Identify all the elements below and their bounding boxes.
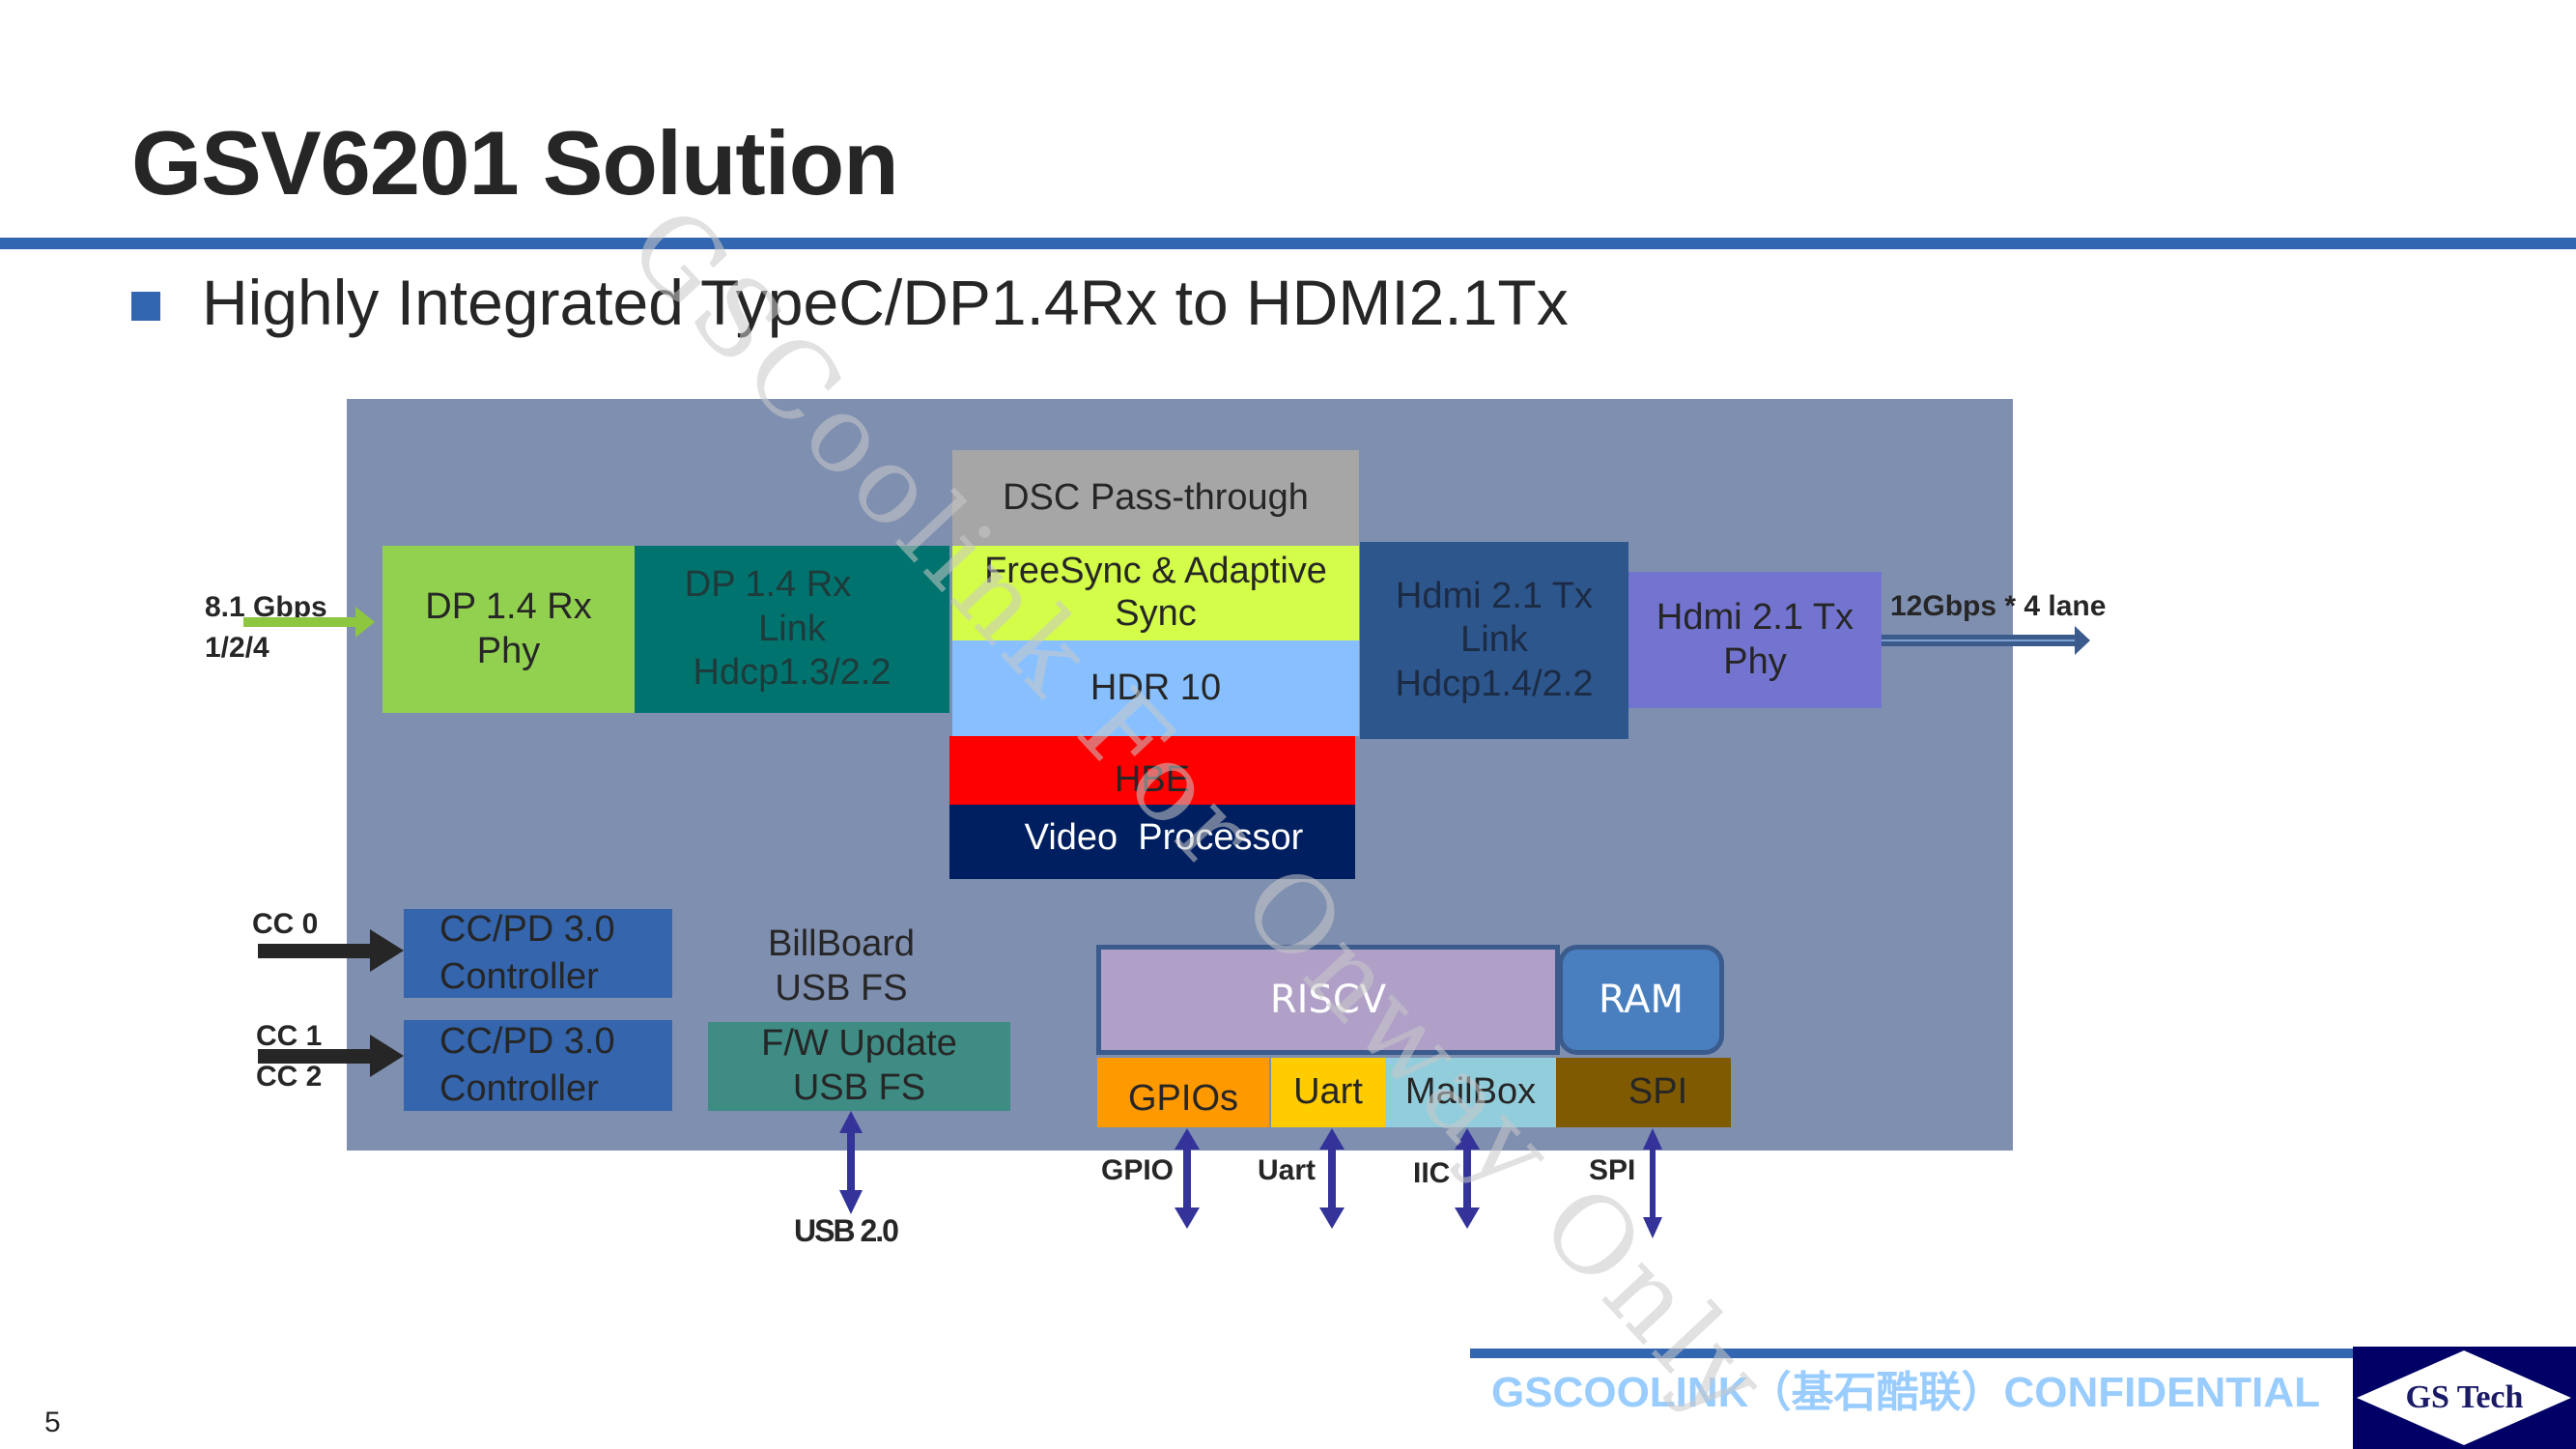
dsc-label: DSC Pass-through: [1003, 476, 1309, 518]
ccpd2-line1: CC/PD 3.0: [439, 1020, 615, 1062]
hdr10-block: HDR 10: [952, 640, 1359, 736]
gpio-io-label: GPIO: [1101, 1154, 1175, 1186]
hdmi-tx-link-line3: Hdcp1.4/2.2: [1395, 663, 1594, 704]
gpios-block: GPIOs: [1097, 1058, 1269, 1127]
riscv-block: RISCV: [1096, 945, 1560, 1055]
input-rate-line1: 8.1 Gbps: [205, 591, 327, 623]
logo-diamond-icon: [2357, 1350, 2571, 1445]
uart-block-label: Uart: [1293, 1071, 1363, 1113]
hdmi-tx-link-line2: Link: [1460, 619, 1528, 661]
cc0-label: CC 0: [252, 908, 319, 940]
iic-io-label: IIC: [1413, 1157, 1451, 1189]
hdr10-label: HDR 10: [1090, 667, 1222, 708]
dp-rx-link-line2: Link: [758, 608, 826, 649]
dp-rx-phy-line1: DP 1.4 Rx: [425, 585, 592, 627]
bullet-square-icon: [131, 292, 160, 321]
cc2-label: CC 2: [256, 1061, 323, 1093]
gs-tech-logo: GS Tech: [2353, 1347, 2576, 1449]
uart-io-label: Uart: [1258, 1154, 1316, 1186]
hbe-label: HBE: [1114, 759, 1191, 801]
ram-label: RAM: [1598, 978, 1684, 1022]
dp-rx-link-line1: DP 1.4 Rx: [684, 564, 852, 606]
slide-title: GSV6201 Solution: [131, 112, 899, 213]
ccpd1-line1: CC/PD 3.0: [439, 908, 615, 950]
input-rate-label: 8.1 Gbps 1/2/4: [205, 587, 327, 668]
footer-rule: [1470, 1349, 2355, 1358]
hdmi-tx-phy-line1: Hdmi 2.1 Tx: [1656, 596, 1854, 638]
ccpd1-line2: Controller: [439, 956, 599, 997]
bullet-text: Highly Integrated TypeC/DP1.4Rx to HDMI2…: [202, 267, 1569, 338]
billboard-line2: USB FS: [775, 968, 908, 1009]
input-rate-line2: 1/2/4: [205, 632, 269, 664]
hbe-block: HBE: [949, 736, 1355, 805]
freesync-line2: Sync: [1115, 593, 1197, 634]
ram-block: RAM: [1558, 945, 1724, 1055]
mailbox-block: MailBox: [1385, 1058, 1556, 1127]
spi-block-label: SPI: [1628, 1071, 1688, 1113]
uart-block: Uart: [1271, 1058, 1385, 1127]
usb20-label: USB 2.0: [794, 1213, 899, 1248]
cc1-label: CC 1: [256, 1020, 323, 1052]
dp-rx-link-line3: Hdcp1.3/2.2: [693, 652, 892, 694]
fw-update-line1: F/W Update: [761, 1023, 957, 1065]
mailbox-label: MailBox: [1404, 1071, 1537, 1113]
page-number: 5: [44, 1406, 61, 1438]
output-rate-label: 12Gbps * 4 lane: [1890, 590, 2107, 622]
freesync-line1: FreeSync & Adaptive: [984, 551, 1327, 592]
confidential-label: GSCOOLINK（基石酷联）CONFIDENTIAL: [1491, 1369, 2320, 1416]
title-rule: [0, 238, 2576, 249]
hdmi-tx-phy-line2: Phy: [1723, 640, 1787, 682]
billboard-line1: BillBoard: [767, 923, 916, 965]
video-processor-block: Video Processor: [949, 805, 1355, 879]
fw-update-line2: USB FS: [792, 1067, 926, 1108]
spi-block: SPI: [1556, 1058, 1731, 1127]
logo-text: GS Tech: [2405, 1379, 2524, 1415]
dsc-passthrough-block: DSC Pass-through: [952, 450, 1359, 546]
gpios-label: GPIOs: [1127, 1078, 1239, 1120]
dp-rx-phy-line2: Phy: [476, 630, 541, 671]
ccpd2-line2: Controller: [439, 1068, 599, 1109]
hdmi-tx-link-line1: Hdmi 2.1 Tx: [1395, 575, 1594, 616]
video-processor-label: Video Processor: [1024, 817, 1304, 858]
riscv-label: RISCV: [1269, 978, 1387, 1022]
spi-io-label: SPI: [1589, 1154, 1636, 1186]
